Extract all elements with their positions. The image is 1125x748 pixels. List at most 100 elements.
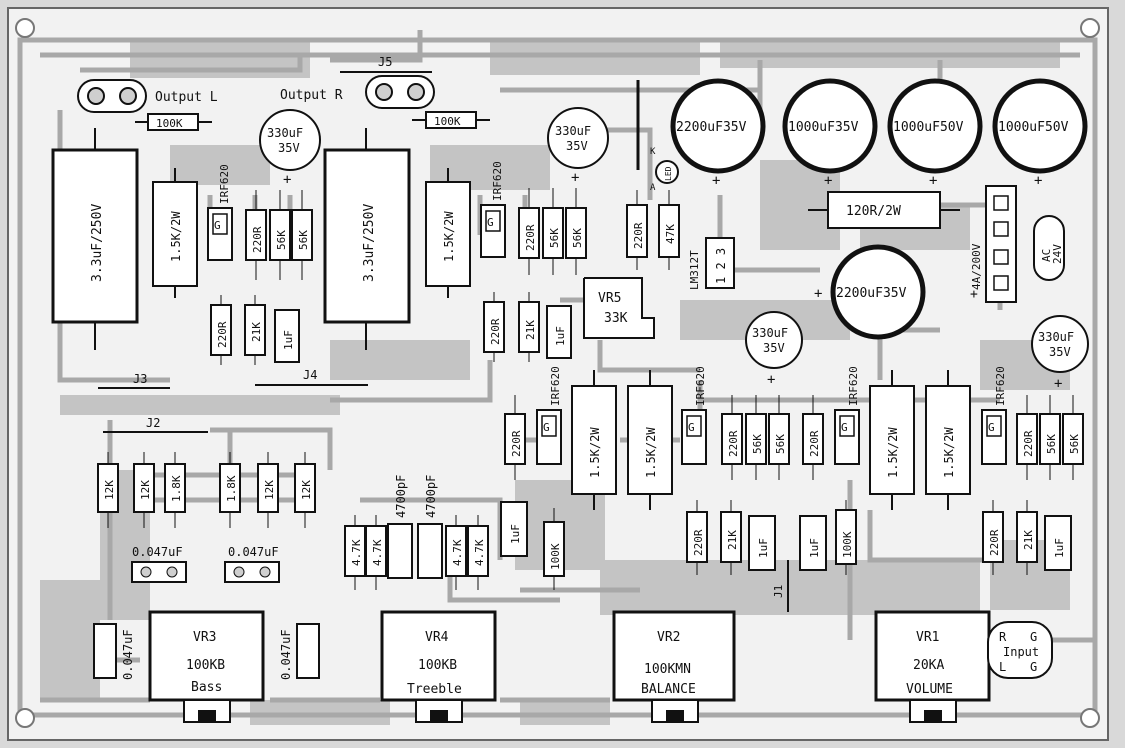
svg-text:K: K: [650, 147, 656, 157]
svg-text:1.5K/2W: 1.5K/2W: [644, 427, 658, 478]
svg-text:100KB: 100KB: [418, 658, 457, 673]
resistor-21k-lr: 21K: [1016, 500, 1038, 575]
resistor-220r-mr: 220R: [802, 395, 824, 480]
jumper-j5-label: J5: [378, 55, 392, 69]
svg-text:Bass: Bass: [191, 680, 222, 695]
svg-text:100K: 100K: [841, 531, 854, 558]
svg-text:J2: J2: [146, 416, 160, 430]
svg-text:J4: J4: [303, 368, 317, 382]
capacitor-0-047uf-b: 0.047uF: [224, 545, 280, 583]
svg-text:2200uF35V: 2200uF35V: [836, 286, 907, 301]
svg-text:3.3uF/250V: 3.3uF/250V: [362, 204, 377, 282]
svg-text:LED: LED: [664, 166, 673, 181]
svg-text:100K: 100K: [434, 115, 461, 128]
svg-text:VR2: VR2: [657, 630, 680, 645]
resistor-220r-led: 220R: [626, 190, 648, 270]
resistor-220r-right: 220R: [1016, 395, 1038, 480]
svg-text:VOLUME: VOLUME: [906, 682, 953, 697]
capacitor-0-047uf-d: 0.047uF: [279, 623, 320, 680]
svg-text:0.047uF: 0.047uF: [228, 545, 279, 559]
svg-text:1.8K: 1.8K: [225, 475, 238, 502]
svg-text:4.7K: 4.7K: [350, 539, 363, 566]
svg-text:220R: 220R: [692, 529, 705, 556]
svg-text:G: G: [1030, 660, 1037, 674]
svg-text:+: +: [814, 286, 822, 302]
resistor-47k: 47K: [658, 190, 680, 270]
ac-input-connector: AC 24V: [1033, 215, 1065, 281]
capacitor-1000uf-50v-b: 1000uF50V +: [992, 78, 1088, 189]
svg-text:120R/2W: 120R/2W: [846, 204, 901, 219]
led-indicator: LED K A: [650, 147, 679, 193]
svg-text:100KMN: 100KMN: [644, 662, 691, 677]
svg-text:56K: 56K: [1045, 434, 1058, 454]
svg-text:0.047uF: 0.047uF: [121, 629, 135, 680]
mounting-holes: [15, 18, 1100, 728]
svg-text:+: +: [767, 372, 775, 388]
svg-text:220R: 220R: [808, 430, 821, 457]
resistor-100k-ml: 100K: [543, 508, 565, 590]
trimmer-vr5: VR5 33K: [583, 277, 655, 339]
jumper-j4: J4: [255, 368, 368, 386]
capacitor-330uf-top-left: 330uF 35V +: [259, 109, 321, 188]
svg-text:35V: 35V: [763, 341, 785, 355]
svg-text:330uF: 330uF: [267, 126, 303, 140]
svg-text:VR4: VR4: [425, 630, 449, 645]
svg-text:1000uF50V: 1000uF50V: [893, 120, 964, 135]
svg-text:1uF: 1uF: [808, 538, 821, 558]
svg-text:3.3uF/250V: 3.3uF/250V: [90, 204, 105, 282]
capacitor-1uf-lm2: 1uF: [799, 515, 827, 571]
resistor-1-5k-mr1: 1.5K/2W: [869, 370, 915, 510]
svg-text:4.7K: 4.7K: [473, 539, 486, 566]
svg-text:1uF: 1uF: [282, 330, 295, 350]
svg-text:+: +: [1034, 173, 1042, 189]
svg-text:100K: 100K: [549, 543, 562, 570]
potentiometer-vr3-bass: VR3 100KB Bass: [148, 610, 265, 723]
resistor-1-5k-mr2: 1.5K/2W: [925, 370, 971, 510]
svg-text:+: +: [712, 173, 720, 189]
svg-text:AC: AC: [1040, 249, 1053, 262]
svg-text:J1: J1: [772, 585, 785, 598]
svg-text:2200uF35V: 2200uF35V: [676, 120, 747, 135]
mosfet-irf620-mm: G IRF620: [681, 366, 707, 465]
svg-text:330uF: 330uF: [555, 124, 591, 138]
mosfet-irf620-ml: G IRF620: [536, 366, 562, 465]
svg-text:VR3: VR3: [193, 630, 216, 645]
svg-text:G: G: [841, 421, 848, 434]
resistor-220r-tr2: 220R: [483, 292, 505, 362]
resistor-21k-lm: 21K: [720, 500, 742, 575]
resistor-220r-tr1: 220R: [518, 188, 540, 275]
svg-text:330uF: 330uF: [1038, 330, 1074, 344]
jumper-j3: J3: [98, 372, 170, 389]
svg-text:1.5K/2W: 1.5K/2W: [942, 427, 956, 478]
resistor-1-5k-ml2: 1.5K/2W: [627, 370, 673, 510]
resistor-56k-tl2: 56K: [291, 190, 313, 280]
capacitor-0-047uf-a: 0.047uF: [131, 545, 187, 583]
svg-text:L: L: [999, 660, 1006, 674]
svg-text:J3: J3: [133, 372, 147, 386]
svg-text:G: G: [487, 216, 494, 229]
resistor-100k-left: 100K: [135, 113, 212, 131]
mosfet-irf620-top-right: G IRF620: [480, 161, 506, 258]
svg-text:21K: 21K: [250, 322, 263, 342]
resistor-1-5k-top-right: 1.5K/2W: [425, 168, 471, 298]
resistor-56k-r2: 56K: [1062, 395, 1084, 480]
jumper-j2: J2: [103, 416, 208, 433]
svg-text:0.047uF: 0.047uF: [279, 629, 293, 680]
svg-text:IRF620: IRF620: [847, 366, 860, 406]
svg-text:+: +: [571, 170, 579, 186]
svg-text:56K: 56K: [774, 434, 787, 454]
svg-text:220R: 220R: [524, 224, 537, 251]
resistor-4-7k-c: 4.7K: [445, 515, 467, 590]
capacitor-4700pf-a: 4700pF: [387, 475, 413, 579]
capacitor-1000uf-50v-a: 1000uF50V +: [887, 78, 983, 189]
jumper-j1: J1: [772, 560, 789, 612]
svg-text:IRF620: IRF620: [218, 164, 231, 204]
regulator-lm312t: LM312T 1 2 3: [688, 237, 735, 290]
svg-text:100K: 100K: [156, 117, 183, 130]
capacitor-330uf-top-right: 330uF 35V +: [547, 107, 609, 186]
svg-text:21K: 21K: [1022, 530, 1035, 550]
svg-text:1000uF50V: 1000uF50V: [998, 120, 1069, 135]
resistor-12k-a: 12K: [97, 452, 119, 528]
svg-text:1000uF35V: 1000uF35V: [788, 120, 859, 135]
svg-text:G: G: [1030, 630, 1037, 644]
